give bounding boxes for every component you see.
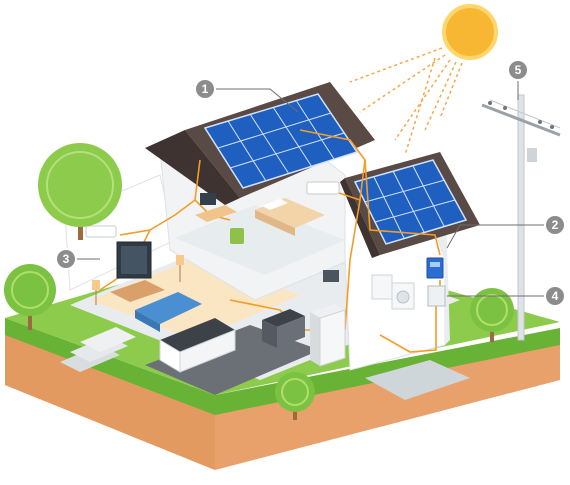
laundry xyxy=(371,274,415,310)
callout-circle xyxy=(544,214,566,236)
callout-number: 3 xyxy=(63,252,70,266)
callout-circle xyxy=(194,78,216,100)
callout-leaders xyxy=(76,78,546,297)
sun-group xyxy=(349,4,498,156)
kitchen xyxy=(159,270,346,373)
callout-1: 1 xyxy=(194,78,216,100)
callouts: 1 2 3 4 5 xyxy=(55,59,566,307)
tv-stand xyxy=(110,280,165,302)
callout-circle xyxy=(507,59,529,81)
desk xyxy=(195,205,237,222)
solar-panels-main xyxy=(203,93,359,189)
front-steps xyxy=(60,327,136,372)
callout-4: 4 xyxy=(544,285,566,307)
callout-circle xyxy=(544,285,566,307)
sun xyxy=(442,4,498,60)
callout-number: 1 xyxy=(202,82,209,96)
callout-2: 2 xyxy=(544,214,566,236)
refrigerator xyxy=(310,304,345,318)
tree-small-front xyxy=(275,372,315,412)
callout-number: 5 xyxy=(515,63,522,77)
trees xyxy=(4,143,514,420)
callout-number: 2 xyxy=(552,218,559,232)
callout-number: 4 xyxy=(552,289,559,303)
tree-large-left xyxy=(38,143,122,227)
callout-5: 5 xyxy=(507,59,529,81)
chair xyxy=(230,228,244,244)
washing-machine xyxy=(371,274,393,300)
living-room xyxy=(85,225,202,332)
callout-3: 3 xyxy=(55,248,77,270)
air-conditioner-living xyxy=(85,225,117,238)
callout-circle xyxy=(55,248,77,270)
upstairs-room xyxy=(195,181,340,244)
side-roof xyxy=(340,152,480,258)
charge-controller xyxy=(426,257,444,279)
air-conditioner-upstairs xyxy=(306,181,340,195)
devices xyxy=(426,257,446,307)
utility-pole xyxy=(481,94,561,341)
sofa xyxy=(135,292,202,324)
meter-box xyxy=(427,285,446,307)
stove xyxy=(262,309,305,327)
sun-rays xyxy=(349,47,463,156)
kitchen-island xyxy=(160,318,235,352)
